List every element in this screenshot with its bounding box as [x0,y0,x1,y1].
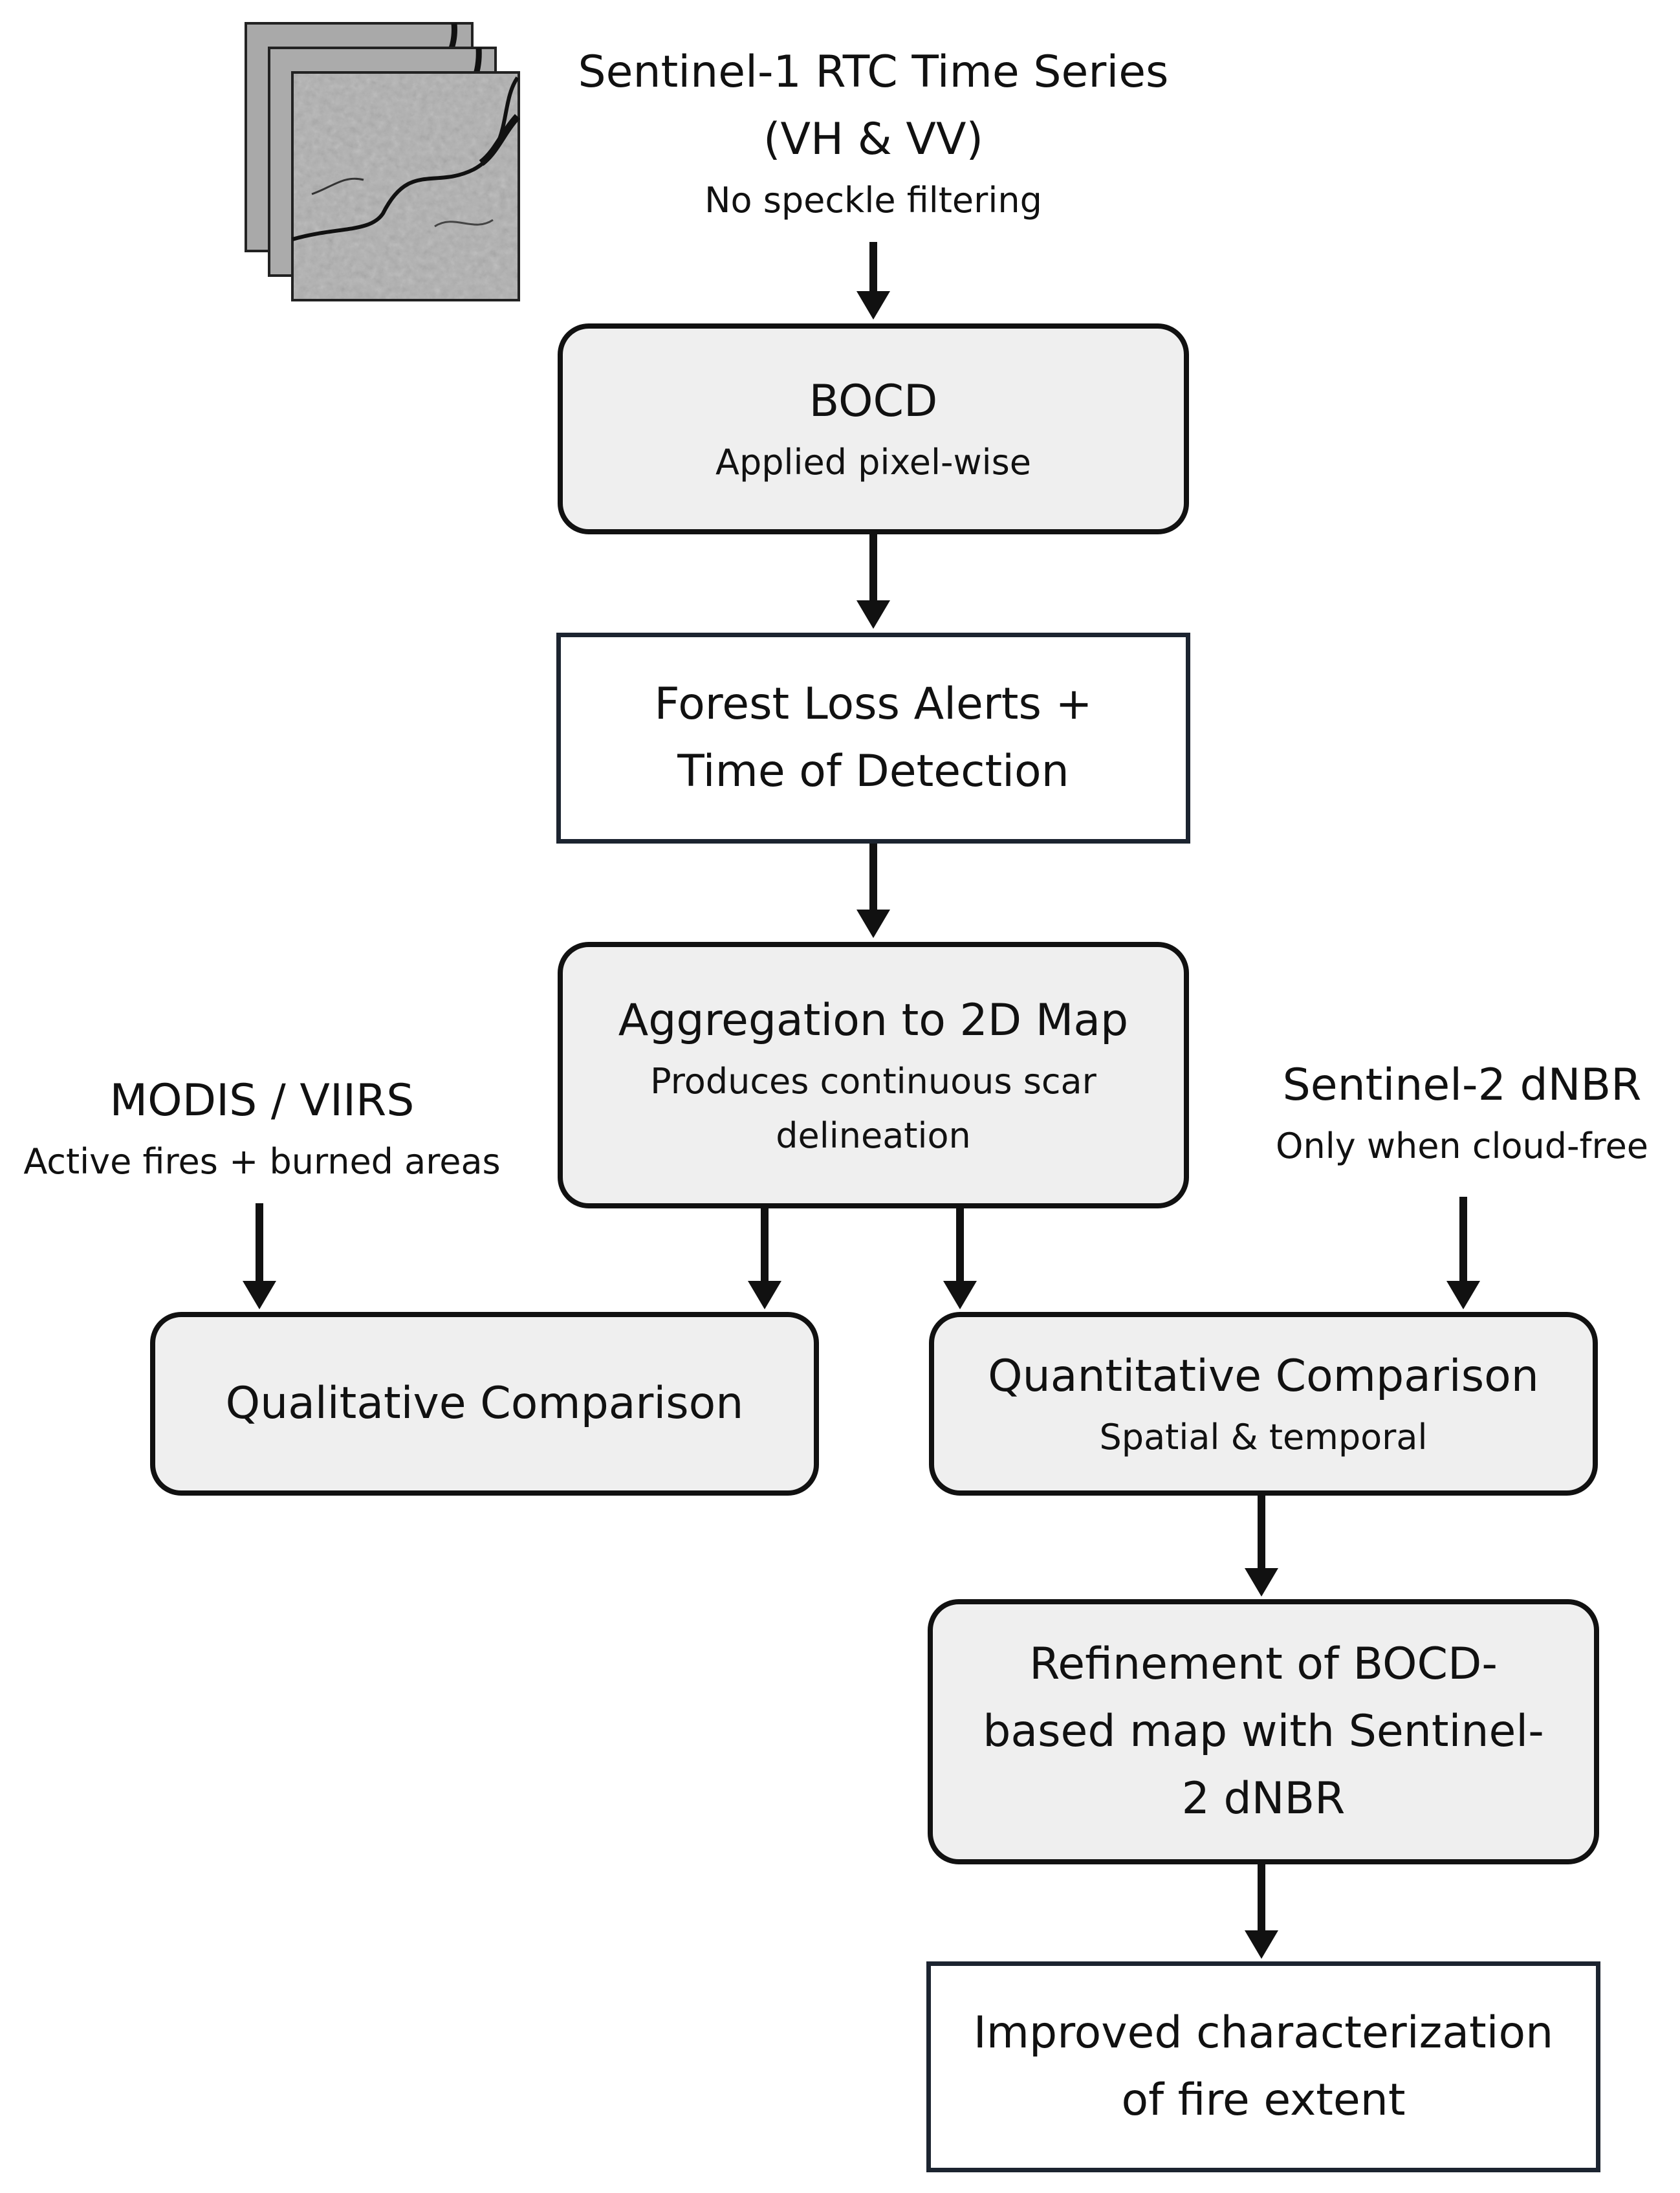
sentinel2-label: Sentinel-2 dNBR Only when cloud-free [1255,1052,1669,1173]
refinement-line1: Refinement of BOCD- [1029,1639,1498,1690]
modis-subtitle: Active fires + burned areas [23,1141,501,1182]
forest-loss-line2: Time of Detection [677,746,1069,797]
quantitative-subtitle: Spatial & temporal [1099,1417,1428,1457]
arrow-aggregation-to-quantitative [956,1208,964,1283]
aggregation-subtitle-line1: Produces continuous scar [650,1061,1096,1102]
sentinel1-subtitle: No speckle filtering [704,180,1042,221]
arrow-bocd-to-forest-loss [869,534,877,603]
improved-box: Improved characterization of fire extent [926,1961,1600,2172]
arrow-aggregation-to-qualitative [761,1208,769,1283]
modis-label: MODIS / VIIRS Active fires + burned area… [6,1067,518,1189]
sentinel2-subtitle: Only when cloud-free [1275,1126,1649,1166]
arrow-refinement-to-improved [1258,1864,1265,1933]
sentinel1-label: Sentinel-1 RTC Time Series (VH & VV) No … [537,39,1210,228]
forest-loss-line1: Forest Loss Alerts + [654,679,1093,730]
refinement-line2: based map with Sentinel- [983,1706,1544,1757]
quantitative-box: Quantitative Comparison Spatial & tempor… [929,1312,1598,1496]
sentinel2-title: Sentinel-2 dNBR [1282,1060,1642,1111]
arrow-sentinel1-to-bocd [869,242,877,294]
refinement-line3: 2 dNBR [1181,1773,1346,1824]
arrow-modis-to-qualitative [256,1203,263,1283]
modis-title: MODIS / VIIRS [109,1075,415,1126]
arrow-quantitative-to-refinement [1258,1496,1265,1571]
forest-loss-box: Forest Loss Alerts + Time of Detection [556,633,1190,844]
arrow-forest-loss-to-aggregation [869,844,877,912]
arrow-sentinel2-to-quantitative [1459,1197,1467,1283]
refinement-box: Refinement of BOCD- based map with Senti… [928,1599,1599,1864]
bocd-title: BOCD [809,376,938,427]
aggregation-subtitle-line2: delineation [776,1115,971,1156]
bocd-subtitle: Applied pixel-wise [715,442,1031,483]
sentinel1-title-line2: (VH & VV) [763,114,983,165]
qualitative-box: Qualitative Comparison [150,1312,819,1496]
aggregation-box: Aggregation to 2D Map Produces continuou… [558,942,1189,1208]
quantitative-title: Quantitative Comparison [988,1351,1539,1402]
bocd-box: BOCD Applied pixel-wise [558,323,1189,534]
sar-image-stack-icon [245,22,521,301]
sar-frame-front [291,71,521,301]
sentinel1-title-line1: Sentinel-1 RTC Time Series [578,47,1169,98]
improved-line1: Improved characterization [973,2007,1554,2058]
qualitative-title: Qualitative Comparison [225,1378,744,1429]
aggregation-title: Aggregation to 2D Map [618,995,1129,1046]
improved-line2: of fire extent [1121,2075,1406,2126]
